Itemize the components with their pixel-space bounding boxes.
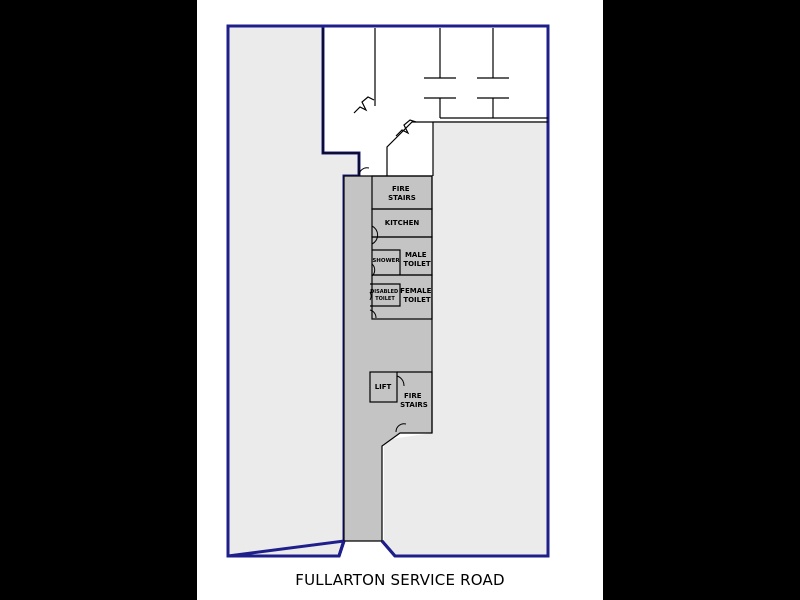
- tenancy-area-east: [384, 121, 548, 556]
- annex-walls: [322, 28, 548, 176]
- fire-stairs-bottom-label: FIRE STAIRS: [400, 392, 428, 409]
- lift-label: LIFT: [375, 383, 392, 391]
- kitchen-label: KITCHEN: [385, 219, 420, 227]
- entrance-marks: [337, 540, 397, 557]
- shower-label: SHOWER: [372, 258, 400, 264]
- fire-stairs-top-label: FIRE STAIRS: [388, 185, 416, 202]
- street-name-label: FULLARTON SERVICE ROAD: [295, 571, 505, 589]
- door-swings: [358, 167, 407, 433]
- female-toilet-label: FEMALE TOILET: [400, 287, 434, 304]
- room-walls: [369, 175, 433, 433]
- male-toilet-label: MALE TOILET: [403, 251, 431, 268]
- tenancy-area: [226, 24, 361, 558]
- disabled-toilet-label: DISABLED TOILET: [370, 289, 400, 302]
